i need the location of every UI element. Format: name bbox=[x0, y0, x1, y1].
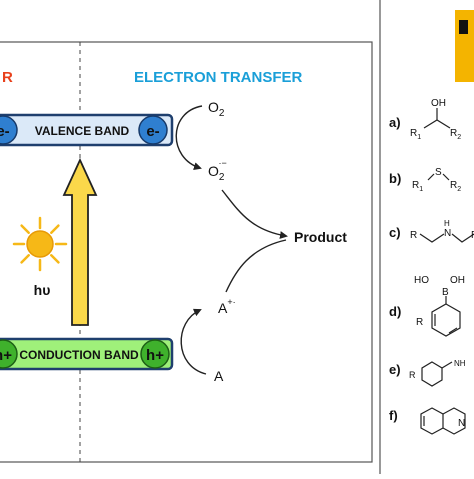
structure-a-r1: R1 bbox=[410, 128, 421, 141]
structure-d-ho: HO bbox=[414, 275, 429, 286]
valence-band-bar bbox=[0, 113, 174, 147]
hole-left-label: h+ bbox=[0, 347, 12, 364]
structure-d-b: B bbox=[442, 287, 449, 298]
structure-b-r2: R2 bbox=[450, 180, 461, 193]
electron-right-label: e- bbox=[146, 123, 159, 140]
structure-c-n: N bbox=[444, 228, 451, 239]
structure-c-nh: H bbox=[444, 219, 450, 228]
energy-transfer-title-fragment: R bbox=[2, 69, 13, 86]
structure-e-r: R bbox=[409, 370, 416, 380]
substrate-letter: f) bbox=[389, 408, 398, 423]
a-radical-to-product-arrow bbox=[225, 239, 287, 293]
yellow-corner-mark bbox=[459, 20, 468, 34]
substrate-letter: c) bbox=[389, 225, 401, 240]
o2-radical-label: O2·− bbox=[208, 158, 227, 183]
excitation-arrow bbox=[62, 157, 98, 326]
hole-right-label: h+ bbox=[146, 347, 164, 364]
structure-e-nh: NH bbox=[454, 359, 466, 368]
o2-label: O2 bbox=[208, 99, 225, 119]
substrate-letter: e) bbox=[389, 362, 401, 377]
structure-a-oh: OH bbox=[431, 98, 446, 109]
structure-f-n: N bbox=[458, 418, 465, 429]
electron-right-badge bbox=[138, 115, 168, 145]
structure-c-r2: R bbox=[471, 230, 474, 241]
electron-left-label: e- bbox=[0, 123, 10, 140]
structure-e bbox=[421, 361, 453, 387]
substrate-letter: b) bbox=[389, 171, 401, 186]
conduction-band-label: CONDUCTION BAND bbox=[19, 348, 139, 362]
substrate-letter: a) bbox=[389, 115, 401, 130]
substrate-list: a) b) c) d) e) f) bbox=[389, 115, 401, 423]
structure-b-s: S bbox=[435, 167, 442, 178]
a-label: A bbox=[214, 368, 224, 384]
structure-a bbox=[423, 108, 451, 129]
structure-a-r2: R2 bbox=[450, 128, 461, 141]
hole-right-badge bbox=[140, 339, 170, 369]
o2-radical-to-product-arrow bbox=[221, 189, 288, 239]
a-radical-label: A+· bbox=[218, 297, 236, 316]
sun-icon bbox=[12, 216, 68, 272]
oxygen-reduction-arrow bbox=[175, 105, 203, 171]
conduction-band-bar bbox=[0, 337, 174, 371]
electron-left-badge bbox=[0, 115, 18, 145]
valence-band-label: VALENCE BAND bbox=[35, 124, 130, 138]
structure-f bbox=[420, 407, 466, 435]
product-label: Product bbox=[294, 229, 347, 245]
structure-d bbox=[431, 296, 461, 337]
structure-c bbox=[419, 233, 474, 243]
donor-oxidation-arrow bbox=[180, 308, 207, 375]
structure-c-r: R bbox=[410, 230, 417, 241]
structure-b bbox=[427, 173, 450, 181]
light-label: hυ bbox=[34, 282, 51, 298]
structure-d-r: R bbox=[416, 317, 423, 328]
structure-b-r1: R1 bbox=[412, 180, 423, 193]
hole-left-badge bbox=[0, 339, 18, 369]
electron-transfer-title: ELECTRON TRANSFER bbox=[134, 69, 303, 86]
structure-d-oh: OH bbox=[450, 275, 465, 286]
left-panel-frame bbox=[0, 41, 373, 463]
substrate-letter: d) bbox=[389, 304, 401, 319]
